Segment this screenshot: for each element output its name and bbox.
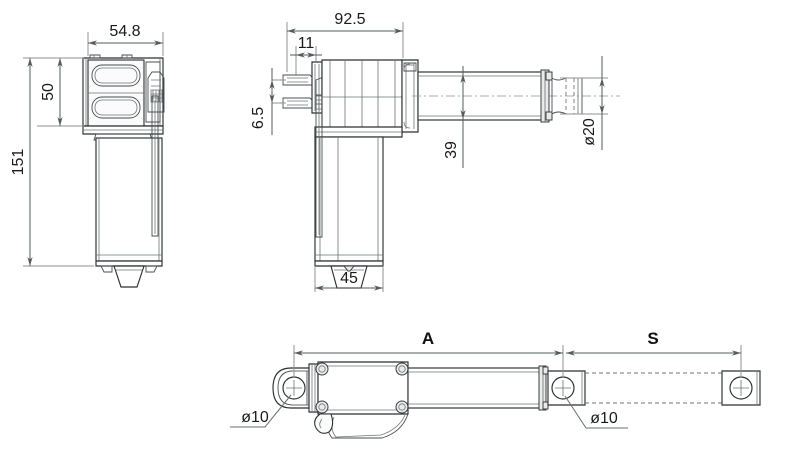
- dimension-front-total-height: 151: [10, 57, 94, 267]
- side-view-extension-tube: [412, 69, 620, 123]
- top-view-bolt-bosses: [315, 362, 409, 414]
- dimension-label-50: 50: [40, 83, 57, 101]
- dimension-label-d10-front: ø10: [590, 410, 618, 427]
- dimension-front-head-height: 50: [37, 57, 84, 127]
- dimension-side-rod-diameter: ø20: [560, 56, 608, 150]
- dimension-label-S: S: [647, 329, 658, 348]
- front-view-body-tube: [95, 95, 163, 262]
- top-view-cylinder-tube: [407, 365, 549, 411]
- dimension-label-151: 151: [10, 149, 27, 176]
- dimension-label-92-5: 92.5: [334, 11, 365, 28]
- front-view-head-housing: [82, 54, 164, 127]
- side-view-pin-connectors: [272, 74, 316, 109]
- dimension-top-retracted-length: A: [293, 329, 564, 378]
- side-view-motor-housing: [321, 59, 419, 133]
- dimension-side-connector-offset: 11: [290, 35, 322, 76]
- dimension-label-d10-rear: ø10: [241, 409, 269, 426]
- top-view-gear-housing: [308, 361, 409, 439]
- front-view: 54.8 50 151: [10, 23, 165, 288]
- top-view-rod-end-extended: [721, 370, 761, 406]
- dimension-label-d20: ø20: [581, 118, 598, 146]
- dimension-side-connector-spacing: 6.5: [250, 68, 275, 135]
- dimension-label-11: 11: [298, 35, 315, 52]
- top-view: A S ø10 ø10: [230, 329, 761, 439]
- dimension-top-stroke-length: S: [566, 329, 742, 378]
- side-view-gearbox-skirt: [314, 126, 403, 138]
- callout-front-bore-diameter: ø10: [564, 395, 628, 429]
- dimension-side-rod-center-height: 39: [443, 66, 466, 168]
- dimension-label-6-5: 6.5: [250, 107, 267, 129]
- dimension-side-overall-length: 92.5: [286, 11, 404, 72]
- top-view-rod-end-retracted: [547, 370, 586, 406]
- dimension-side-body-width: 45: [314, 266, 384, 292]
- top-view-stroke-extension: [585, 372, 735, 404]
- top-view-rear-eye: [272, 367, 310, 409]
- side-view: 92.5 11 6.5 39 ø20: [250, 11, 620, 292]
- callout-rear-bore-diameter: ø10: [230, 394, 292, 428]
- front-view-bottom-clevis: [95, 260, 163, 288]
- side-view-motor-tube: [314, 94, 384, 289]
- dimension-front-width: 54.8: [87, 23, 164, 56]
- dimension-label-39: 39: [443, 141, 460, 159]
- dimension-label-45: 45: [340, 270, 358, 287]
- dimension-label-A: A: [422, 329, 434, 348]
- dimension-label-54-8: 54.8: [109, 23, 140, 40]
